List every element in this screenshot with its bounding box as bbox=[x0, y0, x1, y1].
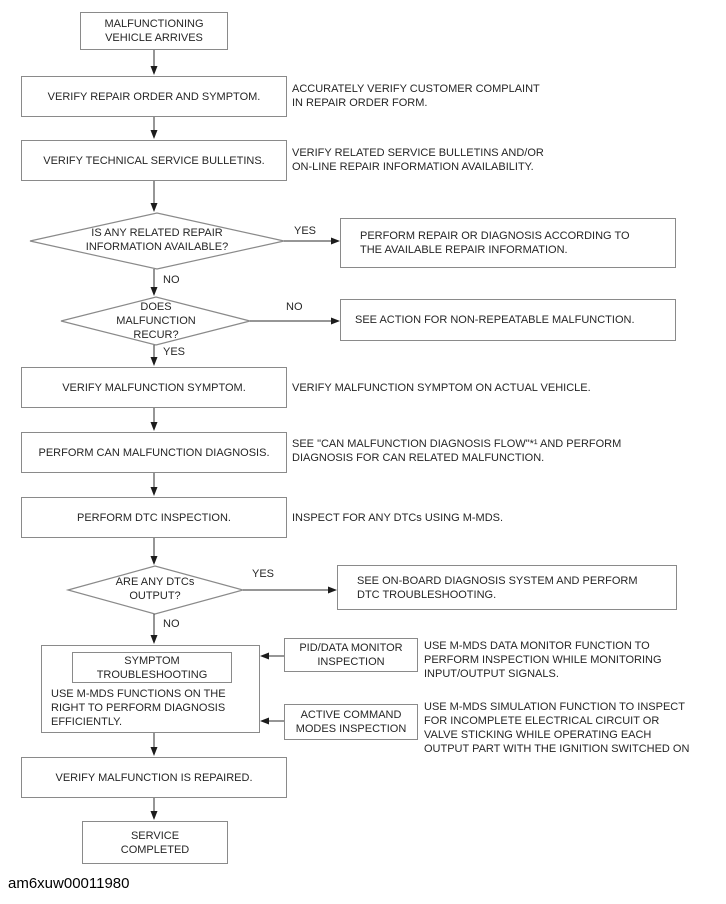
node-dtc-inspection: PERFORM DTC INSPECTION. bbox=[21, 497, 287, 538]
note-dtc-inspection: INSPECT FOR ANY DTCs USING M-MDS. bbox=[292, 512, 504, 524]
note-pid-data-monitor: USE M-MDS DATA MONITOR FUNCTION TO PERFO… bbox=[424, 640, 662, 680]
edge-label-dtcs-no: NO bbox=[163, 618, 180, 630]
note-repair-order: ACCURATELY VERIFY CUSTOMER COMPLAINT IN … bbox=[292, 83, 540, 109]
node-start: MALFUNCTIONING VEHICLE ARRIVES bbox=[80, 12, 228, 50]
decision-dtcs-label: ARE ANY DTCs OUTPUT? bbox=[115, 576, 195, 602]
arrow-repaired-to-completed bbox=[150, 798, 158, 820]
node-verify-malfunction-symptom: VERIFY MALFUNCTION SYMPTOM. bbox=[21, 367, 287, 408]
node-can-diagnosis: PERFORM CAN MALFUNCTION DIAGNOSIS. bbox=[21, 432, 287, 473]
edge-label-repair-info-no: NO bbox=[163, 274, 180, 286]
arrow-decision-repair-info-yes bbox=[284, 237, 340, 245]
node-verify-repaired: VERIFY MALFUNCTION IS REPAIRED. bbox=[21, 757, 287, 798]
arrow-decision-dtcs-no bbox=[150, 614, 158, 644]
decision-repair-info-label: IS ANY RELATED REPAIR INFORMATION AVAILA… bbox=[85, 227, 229, 253]
arrow-active-to-symptom-box bbox=[260, 717, 284, 725]
edge-label-dtcs-yes: YES bbox=[252, 568, 275, 580]
edge-label-repair-info-yes: YES bbox=[294, 225, 317, 237]
arrow-decision-repair-info-no bbox=[150, 269, 158, 296]
node-perform-repair: PERFORM REPAIR OR DIAGNOSIS ACCORDING TO… bbox=[340, 218, 676, 268]
arrow-decision-recur-no bbox=[250, 317, 340, 325]
arrow-start-to-verify-order bbox=[150, 50, 158, 75]
node-pid-data-monitor: PID/DATA MONITOR INSPECTION bbox=[284, 638, 418, 672]
note-can-diagnosis: SEE "CAN MALFUNCTION DIAGNOSIS FLOW"*¹ A… bbox=[292, 438, 622, 464]
node-symptom-troubleshooting: SYMPTOM TROUBLESHOOTING USE M-MDS FUNCTI… bbox=[41, 645, 260, 733]
decision-recur-label: DOES MALFUNCTION RECUR? bbox=[116, 301, 196, 341]
figure-code: am6xuw00011980 bbox=[8, 875, 130, 892]
note-active-command: USE M-MDS SIMULATION FUNCTION TO INSPECT… bbox=[424, 701, 690, 755]
node-active-command-modes: ACTIVE COMMAND MODES INSPECTION bbox=[284, 704, 418, 740]
node-see-action-non-repeatable: SEE ACTION FOR NON-REPEATABLE MALFUNCTIO… bbox=[340, 299, 676, 341]
edge-label-recur-yes: YES bbox=[163, 346, 186, 358]
node-symptom-troubleshooting-title: SYMPTOM TROUBLESHOOTING bbox=[72, 652, 232, 683]
node-obd-troubleshooting: SEE ON-BOARD DIAGNOSIS SYSTEM AND PERFOR… bbox=[337, 565, 677, 610]
arrow-decision-dtcs-yes bbox=[243, 586, 337, 594]
arrow-dtc-to-decision-dtcs bbox=[150, 538, 158, 565]
arrow-verify-order-to-tsb bbox=[150, 117, 158, 139]
node-service-completed: SERVICE COMPLETED bbox=[82, 821, 228, 864]
node-verify-tsb: VERIFY TECHNICAL SERVICE BULLETINS. bbox=[21, 140, 287, 181]
arrow-tsb-to-decision-repair-info bbox=[150, 181, 158, 212]
arrow-decision-recur-yes bbox=[150, 345, 158, 366]
note-tsb: VERIFY RELATED SERVICE BULLETINS AND/OR … bbox=[292, 147, 544, 173]
arrow-symptom-to-can bbox=[150, 408, 158, 431]
note-verify-symptom: VERIFY MALFUNCTION SYMPTOM ON ACTUAL VEH… bbox=[292, 382, 591, 394]
node-verify-repair-order: VERIFY REPAIR ORDER AND SYMPTOM. bbox=[21, 76, 287, 117]
arrow-symptom-troubleshooting-to-repaired bbox=[150, 733, 158, 756]
arrow-pid-to-symptom-box bbox=[260, 652, 284, 660]
edge-label-recur-no: NO bbox=[286, 301, 303, 313]
symptom-troubleshooting-instructions: USE M-MDS FUNCTIONS ON THE RIGHT TO PERF… bbox=[51, 688, 226, 728]
arrow-can-to-dtc bbox=[150, 473, 158, 496]
